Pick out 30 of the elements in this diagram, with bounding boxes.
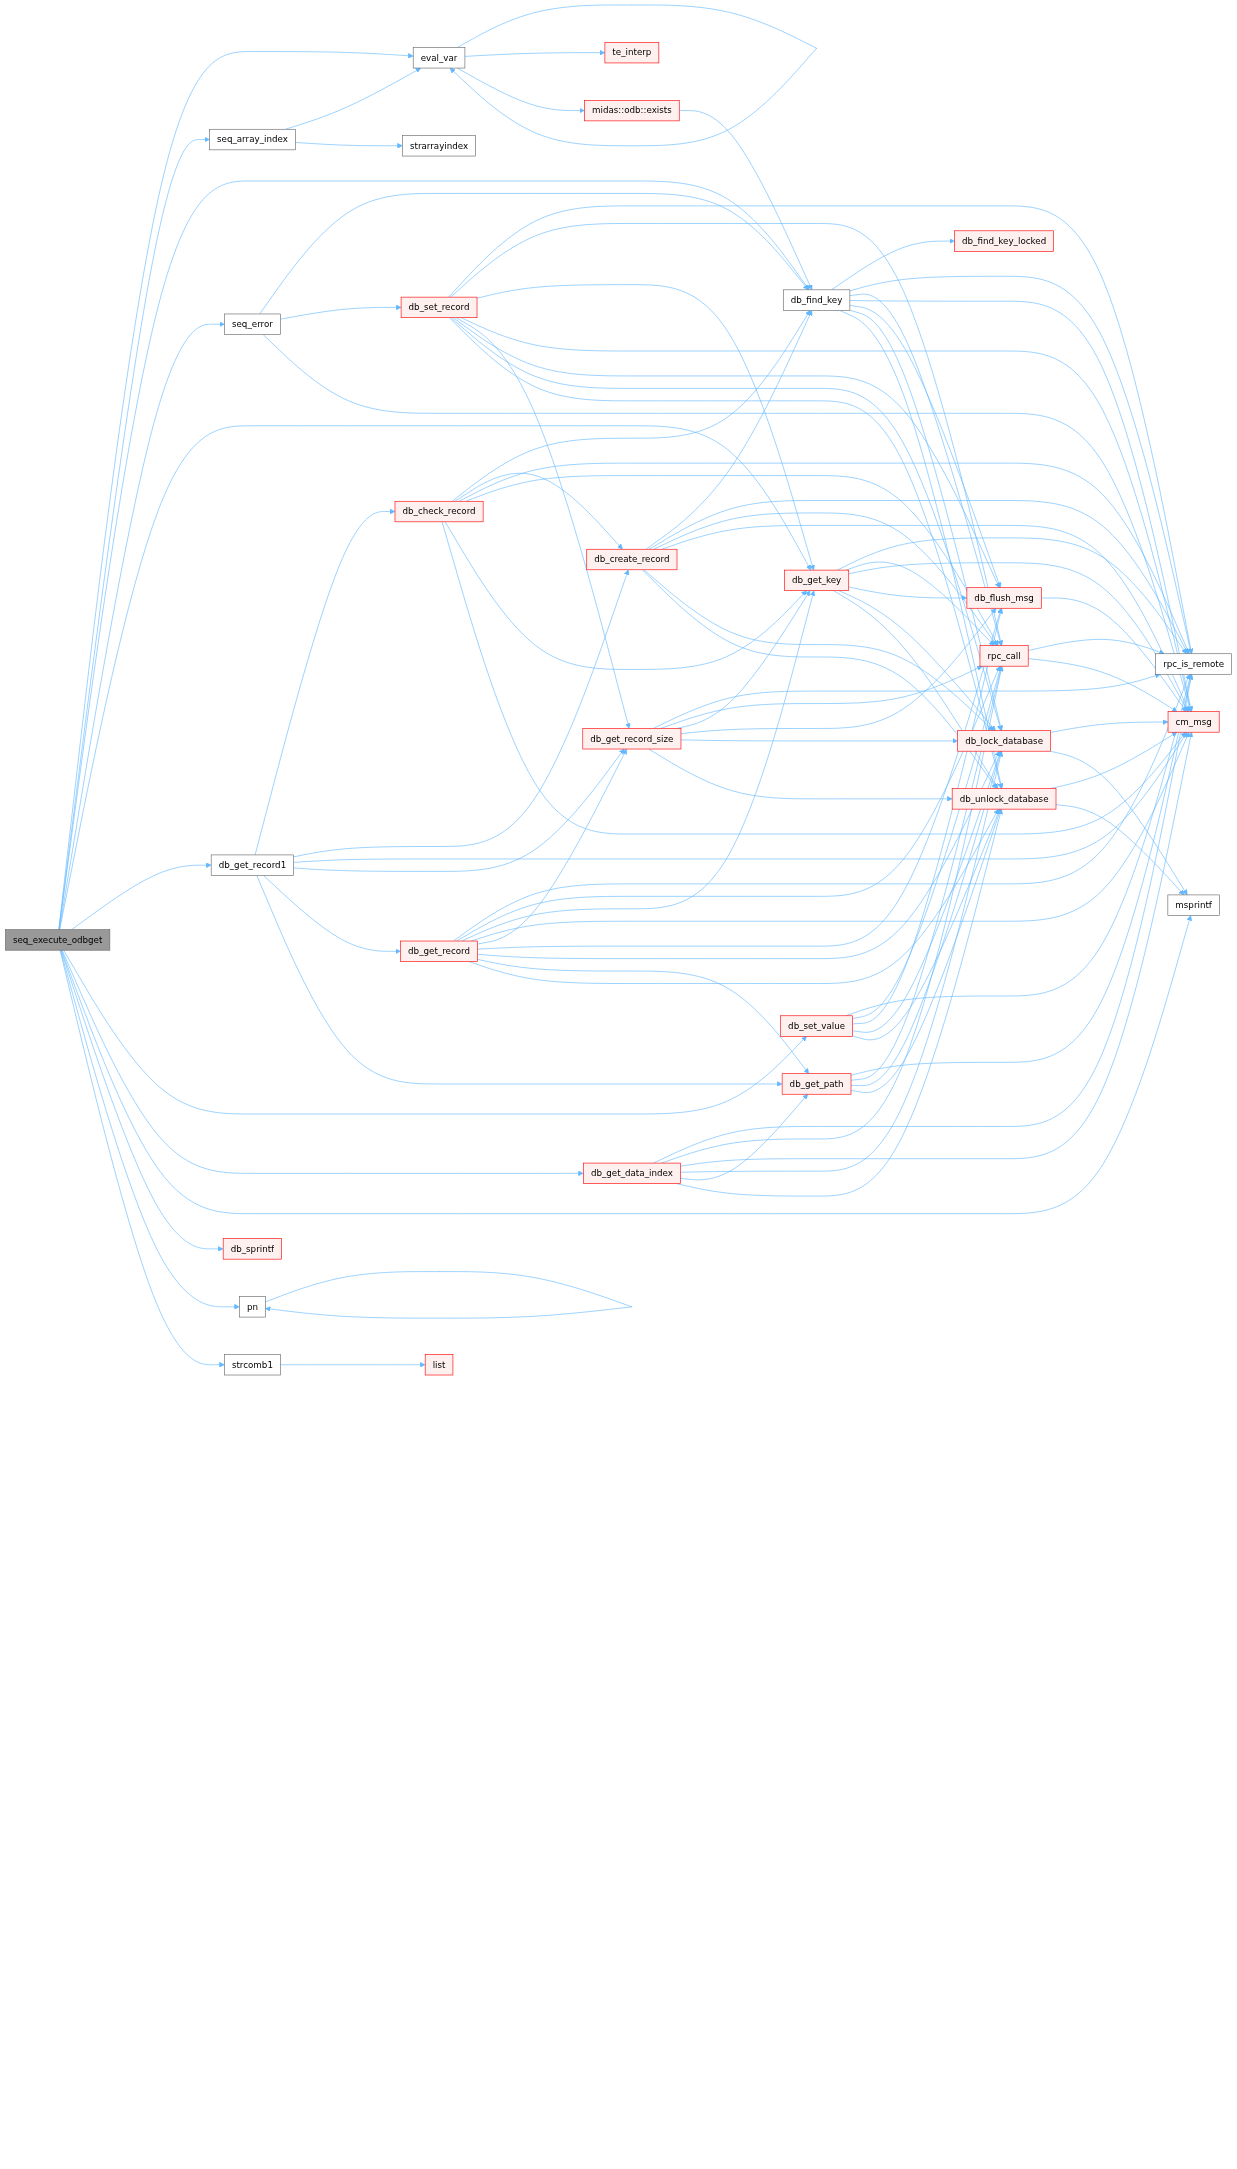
node-box: db_unlock_database: [951, 788, 1057, 810]
node-box: pn: [239, 1296, 266, 1318]
node-box: db_get_record_size: [582, 728, 682, 750]
node-box: db_set_record: [400, 296, 478, 318]
node-box: db_find_key: [783, 289, 851, 311]
node-box: seq_error: [224, 313, 281, 335]
node-box: rpc_call: [979, 645, 1029, 667]
node-box: seq_execute_odbget: [5, 929, 111, 951]
node-box: db_sprintf: [222, 1238, 282, 1260]
node-box: cm_msg: [1167, 711, 1220, 733]
node-box: strcomb1: [224, 1354, 281, 1376]
node-box: msprintf: [1167, 894, 1220, 916]
node-box: list: [424, 1354, 454, 1376]
node-box: db_create_record: [586, 548, 678, 571]
node-box: db_get_data_index: [583, 1162, 681, 1184]
node-box: db_get_record: [400, 940, 478, 962]
node-box: eval_var: [412, 47, 466, 69]
node-box: db_get_path: [781, 1073, 852, 1095]
node-box: seq_array_index: [209, 128, 296, 151]
node-box: db_find_key_locked: [954, 230, 1054, 252]
node-box: strarrayindex: [402, 135, 476, 157]
node-box: db_check_record: [394, 500, 484, 523]
node-box: db_lock_database: [957, 730, 1051, 752]
node-box: midas::odb::exists: [584, 100, 680, 122]
node-box: db_get_key: [784, 569, 850, 591]
node-box: db_flush_msg: [966, 587, 1042, 609]
node-box: db_get_record1: [210, 854, 294, 876]
node-box: db_set_value: [780, 1015, 853, 1037]
node-box: te_interp: [604, 42, 660, 64]
node-box: rpc_is_remote: [1155, 653, 1232, 675]
